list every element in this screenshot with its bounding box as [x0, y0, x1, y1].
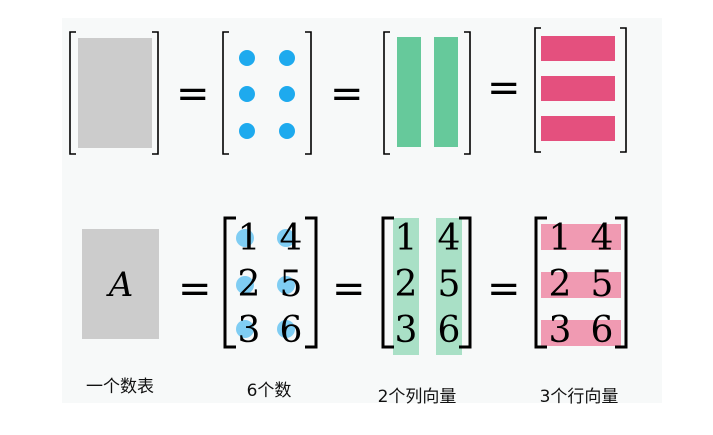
bottom-equals-3: =	[487, 266, 521, 312]
matrix-entry: 2	[395, 264, 418, 305]
caption-columns: 2个列向量	[377, 387, 457, 407]
top-gray-panel	[69, 31, 159, 155]
matrix-entry: 6	[438, 310, 461, 351]
number-dot-1	[236, 229, 254, 247]
bottom-columns-panel: 1 4 2 5 3 6	[381, 216, 472, 355]
top-rows-left-bracket	[534, 27, 541, 153]
matrix-entry: 3	[238, 310, 261, 351]
bottom-numbers-panel: 1 4 2 5 3 6	[223, 216, 318, 351]
row-bar-2	[541, 76, 615, 101]
top-equals-3: =	[487, 65, 521, 111]
matrix-entry: 2	[238, 264, 261, 305]
variable-block	[82, 229, 159, 339]
number-dot-4	[277, 229, 295, 247]
gray-block	[78, 38, 152, 148]
matrix-entry: 2	[549, 264, 572, 305]
matrix-entry: 4	[438, 218, 461, 259]
dot-6	[279, 123, 295, 139]
matrix-entry: 4	[591, 218, 614, 259]
columns-left-bracket	[381, 216, 394, 349]
top-gray-left-bracket	[69, 31, 76, 155]
caption-rows: 3个行向量	[539, 387, 619, 407]
top-dots-right-bracket	[305, 31, 312, 155]
top-dots-left-bracket	[222, 31, 229, 155]
bottom-variable-panel: A	[82, 229, 159, 339]
row-bar-3	[541, 116, 615, 141]
number-dot-2	[236, 276, 254, 294]
caption-numbers: 6个数	[246, 381, 292, 401]
row-highlight-2	[541, 272, 621, 298]
matrix-entry: 3	[395, 310, 418, 351]
numbers-right-bracket	[305, 216, 318, 349]
matrix-entry: 4	[280, 218, 303, 259]
top-columns-left-bracket	[383, 31, 390, 155]
column-highlight-1	[393, 218, 419, 355]
top-rows-panel	[534, 27, 627, 153]
row-highlight-3	[541, 320, 621, 346]
top-columns-panel	[383, 31, 471, 155]
matrix-entry: 3	[549, 310, 572, 351]
matrix-entry: 5	[591, 264, 614, 305]
bottom-rows-panel: 1 4 2 5 3 6	[534, 216, 628, 351]
column-highlight-2	[436, 218, 462, 355]
dot-4	[279, 50, 295, 66]
rows-right-bracket	[615, 216, 628, 349]
matrix-entry: 1	[238, 218, 261, 259]
matrix-entry: 5	[280, 264, 303, 305]
dot-5	[279, 86, 295, 102]
matrix-entry: 5	[438, 264, 461, 305]
top-equals-1: =	[176, 71, 210, 117]
number-dot-5	[277, 276, 295, 294]
matrix-entry: 6	[591, 310, 614, 351]
caption-table: 一个数表	[86, 377, 154, 397]
dot-1	[239, 50, 255, 66]
top-gray-right-bracket	[152, 31, 159, 155]
dot-3	[239, 123, 255, 139]
matrix-entry: 6	[280, 310, 303, 351]
top-columns-right-bracket	[464, 31, 471, 155]
top-equals-2: =	[330, 71, 364, 117]
bottom-equals-1: =	[178, 266, 212, 312]
top-dots-panel	[222, 31, 312, 155]
number-dot-6	[277, 320, 295, 338]
bottom-equals-2: =	[332, 266, 366, 312]
column-bar-1	[397, 37, 421, 147]
numbers-left-bracket	[223, 216, 236, 349]
columns-right-bracket	[459, 216, 472, 349]
matrix-entry: 1	[549, 218, 572, 259]
top-rows-right-bracket	[620, 27, 627, 153]
rows-left-bracket	[534, 216, 547, 349]
column-bar-2	[434, 37, 458, 147]
dot-2	[239, 86, 255, 102]
matrix-variable-A: A	[106, 265, 134, 305]
matrix-entry: 1	[395, 218, 418, 259]
row-highlight-1	[541, 224, 621, 250]
number-dot-3	[236, 320, 254, 338]
row-bar-1	[541, 36, 615, 61]
